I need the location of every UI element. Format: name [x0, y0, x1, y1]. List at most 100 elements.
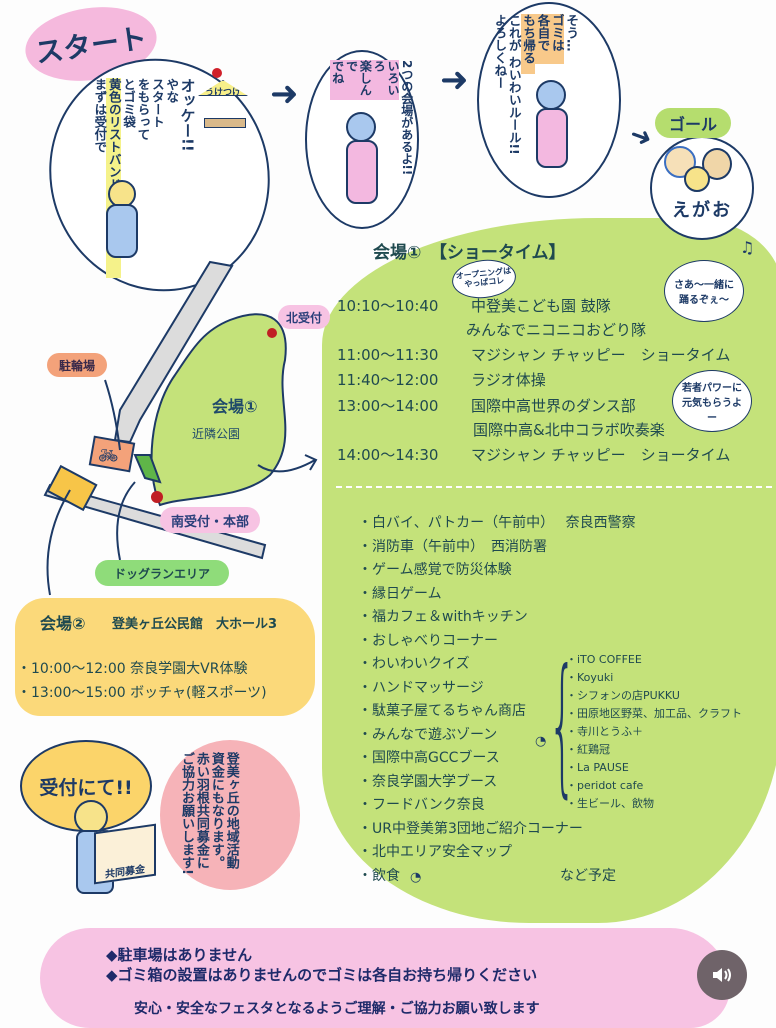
- arrow-right-icon: ➜: [440, 60, 469, 100]
- panel2-line: 2つの会場があるよ!!: [399, 60, 414, 176]
- panel1-line: やな: [164, 78, 180, 103]
- schedule-event: 国際中高&北中コラボ吹奏楽: [473, 421, 665, 439]
- venue2-schedule-item: ・13:00〜15:00 ボッチャ(軽スポーツ): [17, 685, 267, 701]
- panel2-line: でね: [330, 60, 345, 100]
- north-reception-dot: [267, 328, 277, 338]
- activity-item: ・駄菓子屋てるちゃん商店: [358, 703, 526, 719]
- activity-item: ・おしゃべりコーナー: [358, 633, 498, 649]
- section-divider: [336, 486, 772, 488]
- schedule-time: 10:10〜10:40: [337, 297, 439, 315]
- goal-label: ゴール: [655, 108, 731, 138]
- etc-note: など予定: [560, 868, 616, 884]
- schedule-time: 11:40〜12:00: [337, 371, 439, 389]
- panel1-line: まずは受付で: [92, 78, 108, 153]
- audio-button[interactable]: [697, 950, 747, 1000]
- curly-brace-icon: {: [548, 638, 577, 812]
- panel3-line: これが わいわいルール!!: [506, 14, 522, 155]
- schedule-time: 13:00〜14:00: [337, 397, 439, 415]
- drop-icon: ◔: [410, 870, 422, 885]
- venue-map: [43, 260, 318, 596]
- panel3-line: 各自で: [535, 14, 551, 64]
- panel1-line: をもらって: [135, 78, 151, 141]
- vendor-item: ・シフォンの店PUKKU: [566, 689, 680, 702]
- activity-item: ・フードバンク奈良: [358, 797, 485, 813]
- panel1-line: とゴミ袋: [121, 78, 137, 128]
- note-bubble-youth: 若者パワーに元気もらうよー: [672, 370, 752, 432]
- note-bubble-dance: さあ〜一緒に踊るぞぇ〜: [664, 260, 744, 322]
- panel2-line: いろいろ: [371, 60, 400, 100]
- vendor-item: ・田原地区野菜、加工品、クラフト: [566, 707, 742, 720]
- bicycle-parking-label: 駐輪場: [47, 353, 107, 377]
- panel3-line: もち帰る: [520, 14, 536, 74]
- bicycle-icon: 🚲︎: [98, 446, 119, 465]
- notice-line: ◆駐車場はありません: [106, 946, 253, 964]
- panel3-text: そう… ゴミは 各自で もち帰る これが わいわいルール!! よろしくねー: [492, 14, 580, 174]
- vendor-item: ・寺川とうふ＋: [566, 725, 643, 738]
- booth-sign: うけつけ: [198, 80, 248, 96]
- schedule-event: マジシャン チャッピー ショータイム: [471, 446, 731, 464]
- map-venue1-place: 近隣公園: [192, 427, 241, 441]
- south-reception-dot: [151, 491, 163, 503]
- venue2-area: [15, 598, 315, 716]
- activity-item: ・ゲーム感覚で防災体験: [358, 562, 512, 578]
- arrow-to-bike-parking: [104, 379, 121, 451]
- schedule-event: マジシャン チャッピー ショータイム: [471, 346, 731, 364]
- venue2-building: [46, 464, 98, 512]
- schedule-event: 中登美こども園 鼓隊: [471, 297, 611, 315]
- venue2-place: 登美ヶ丘公民館 大ホール3: [112, 617, 278, 632]
- character-blue: [100, 180, 140, 260]
- activity-item: ・飲食: [358, 868, 400, 884]
- vendor-item: ・Koyuki: [566, 671, 614, 684]
- north-reception-label: 北受付: [278, 305, 330, 329]
- speaker-icon: [713, 968, 731, 982]
- panel2-line: 楽しんで: [343, 60, 372, 100]
- red-dot-icon: [212, 68, 222, 78]
- activity-item: ・国際中高GCCブース: [358, 750, 500, 766]
- south-reception-label: 南受付・本部: [160, 507, 260, 533]
- venue1-area: [322, 218, 776, 923]
- arrow-to-dogrun: [116, 481, 136, 561]
- map-venue1-label: 会場①: [212, 397, 258, 416]
- panel3-line: ゴミは: [549, 14, 565, 64]
- panel3-line: よろしくねー: [492, 14, 508, 89]
- vendor-item: ・iTO COFFEE: [566, 653, 642, 666]
- donation-line: ご協力お願いします!: [178, 752, 194, 875]
- schedule-event: ラジオ体操: [471, 371, 546, 389]
- donation-box: 共同募金: [94, 823, 156, 885]
- schedule-event: 国際中高世界のダンス部: [471, 397, 636, 415]
- venue1-title: 会場① 【ショータイム】: [373, 243, 566, 263]
- smiling-faces: [662, 146, 742, 194]
- activity-item: ・ハンドマッサージ: [358, 680, 484, 696]
- donation-line: 登美ヶ丘の地域活動: [223, 752, 239, 869]
- character-pink: [340, 112, 380, 212]
- activity-item: ・UR中登美第3団地ご紹介コーナー: [358, 821, 583, 837]
- arrow-head: [304, 454, 318, 471]
- park-venue1: [150, 313, 287, 507]
- notice-closing: 安心・安全なフェスタとなるようご理解・ご協力お願い致します: [134, 1001, 540, 1017]
- character-pink-bag: [530, 80, 570, 180]
- character-with-box: 共同募金: [70, 800, 160, 900]
- activity-item: ・白バイ、パトカー（午前中） 奈良西警察: [358, 515, 636, 531]
- notice-band: [40, 928, 730, 1028]
- activity-item: ・わいわいクイズ: [358, 656, 470, 672]
- drop-icon: ◔: [535, 734, 547, 749]
- green-strip: [133, 454, 162, 484]
- vendor-item: ・peridot cafe: [566, 779, 644, 792]
- donation-circle-text: 登美ヶ丘の地域活動 資金にもなります。 赤い羽根共同募金に ご協力お願いします!: [178, 752, 239, 882]
- schedule-event: みんなでニコニコおどり隊: [466, 321, 647, 339]
- arrow-to-venue1: [257, 459, 316, 473]
- venue2-schedule-item: ・10:00〜12:00 奈良学園大VR体験: [17, 661, 248, 677]
- activity-item: ・消防車（午前中） 西消防署: [358, 539, 547, 555]
- vendor-item: ・La PAUSE: [566, 761, 629, 774]
- music-note-icon: ♫: [740, 238, 755, 257]
- donation-line: 赤い羽根共同募金に: [193, 752, 209, 869]
- reception-booth: うけつけ: [198, 68, 248, 130]
- venue2-title: 会場②: [40, 614, 86, 633]
- schedule-time: 11:00〜11:30: [337, 346, 439, 364]
- notice-line: ◆ゴミ箱の設置はありませんのでゴミは各自お持ち帰りください: [106, 966, 538, 984]
- activity-item: ・縁日ゲーム: [358, 586, 442, 602]
- panel3-line: そう…: [564, 14, 580, 52]
- panel1-line: スタート: [149, 78, 165, 128]
- bicycle-lot: [88, 435, 136, 473]
- arrow-to-venue2: [46, 489, 71, 596]
